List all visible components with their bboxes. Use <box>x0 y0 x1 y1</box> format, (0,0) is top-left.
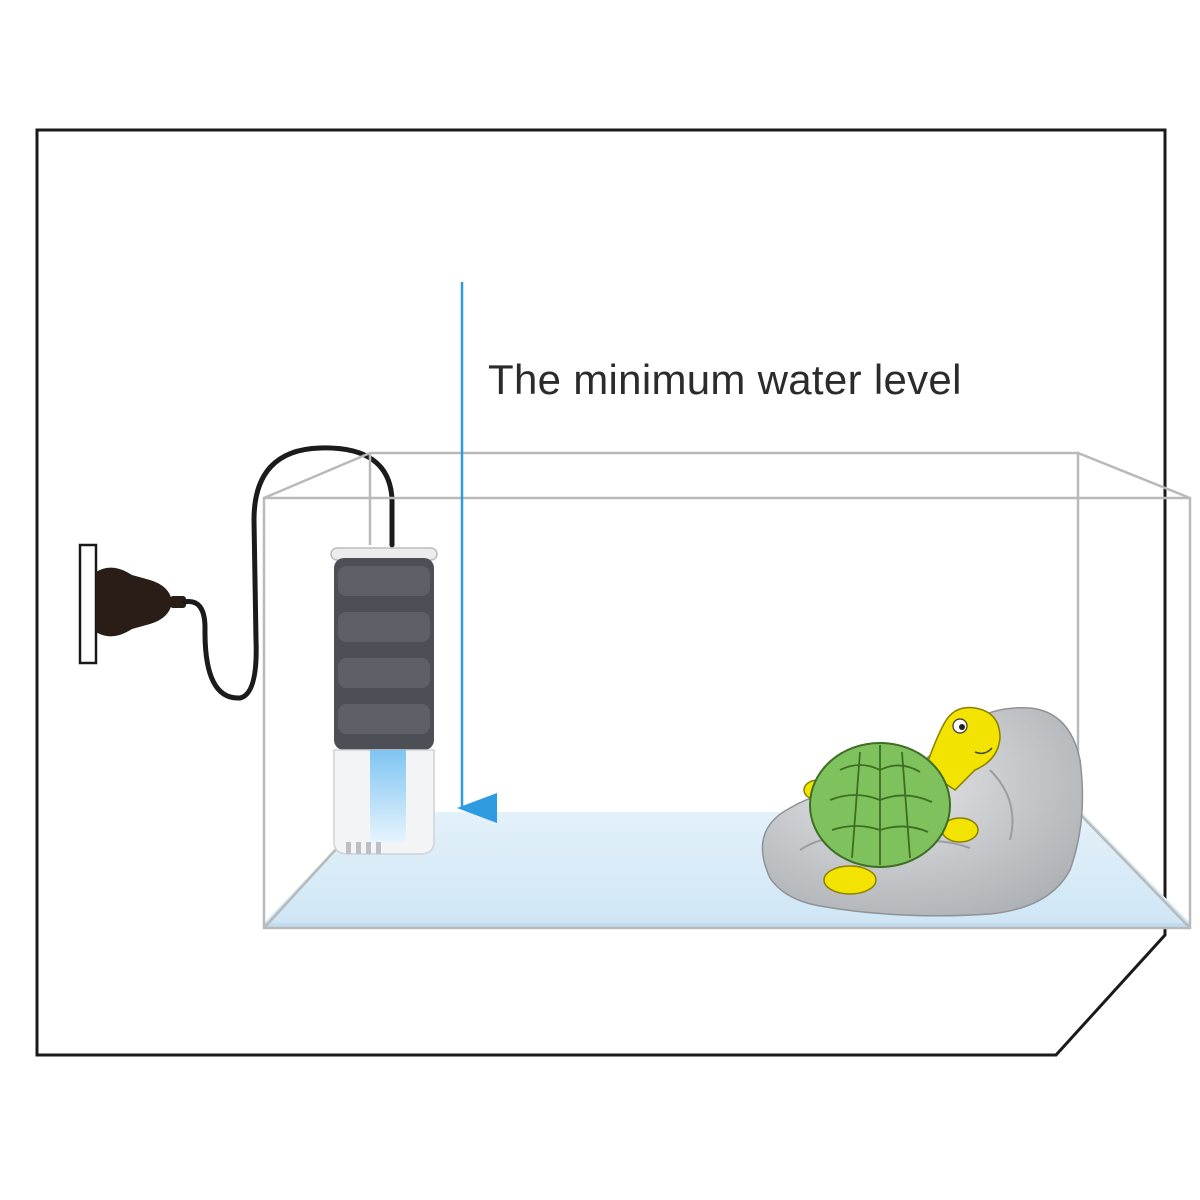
aquarium-filter-icon <box>330 547 438 855</box>
power-cable <box>181 445 395 701</box>
power-plug-icon <box>96 567 186 637</box>
turtle-icon <box>803 706 1001 895</box>
wall-socket <box>78 543 98 665</box>
min-water-level-label: The minimum water level <box>488 356 962 403</box>
room-frame <box>35 128 1167 1057</box>
